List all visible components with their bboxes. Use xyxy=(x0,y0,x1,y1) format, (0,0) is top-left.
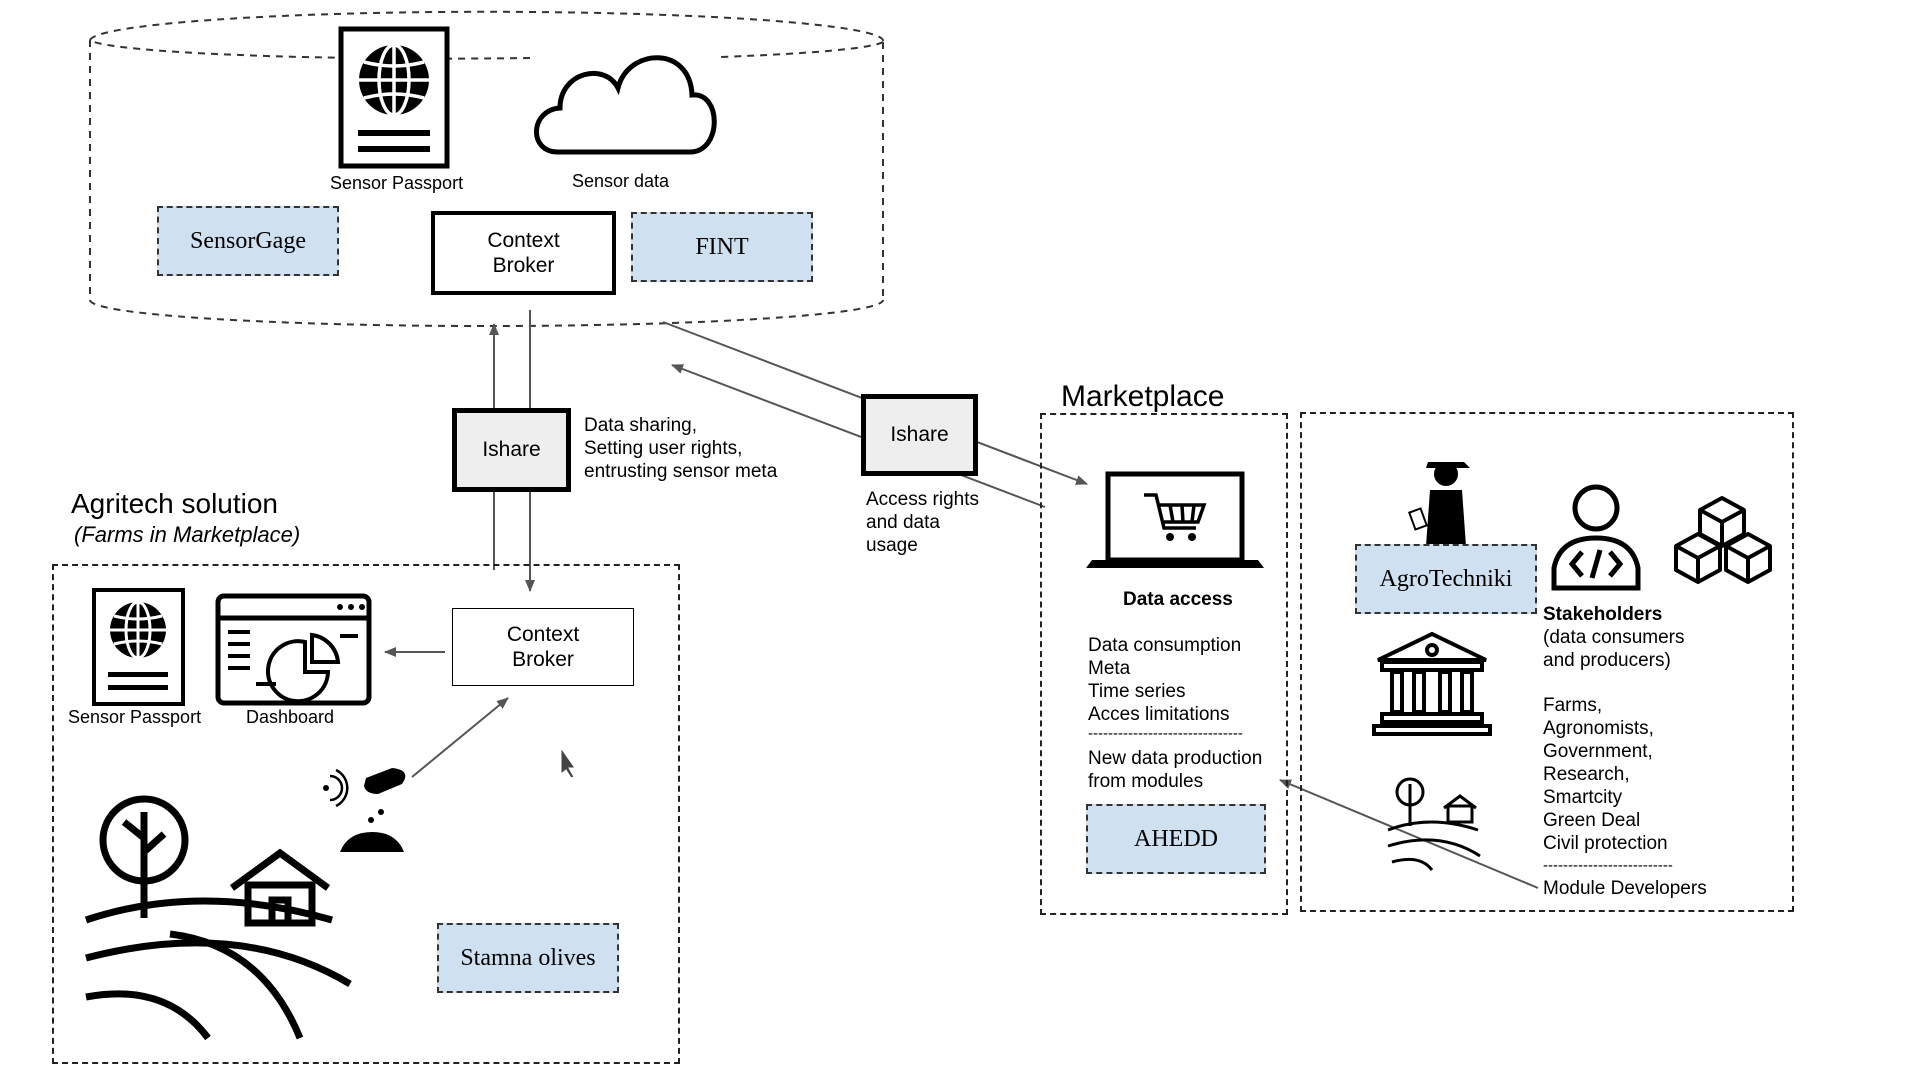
agrotechniki-label: AgroTechniki xyxy=(1379,565,1513,592)
ishare-left-label: Ishare xyxy=(482,438,541,461)
stakeholders-title: Stakeholders xyxy=(1543,604,1663,625)
ishare-right-note-line1: Access rights xyxy=(866,489,979,510)
ishare-right-note-line2: and data xyxy=(866,512,940,533)
farmer-person-icon xyxy=(1408,462,1470,546)
passport-globe-icon xyxy=(92,588,185,706)
stamna-olives-box: Stamna olives xyxy=(437,923,619,993)
module-developers-label: Module Developers xyxy=(1543,878,1707,899)
farm-landscape-icon xyxy=(84,795,352,1041)
arrow-developers-to-marketplace xyxy=(1279,779,1539,889)
government-building-icon xyxy=(1372,631,1492,736)
developer-code-icon xyxy=(1551,484,1641,591)
production-line1: New data production xyxy=(1088,748,1263,769)
agritech-context-broker-box: Context Broker xyxy=(452,608,634,686)
data-consumption-list: Data consumption Meta Time series Acces … xyxy=(1088,634,1241,726)
stakeholders-subtitle-line2: and producers) xyxy=(1543,650,1671,671)
dashboard-label: Dashboard xyxy=(246,707,335,727)
sensorgage-label: SensorGage xyxy=(190,227,306,254)
ishare-left-note: Data sharing, Setting user rights, entru… xyxy=(584,414,777,483)
fint-box: FINT xyxy=(631,212,813,282)
stakeholder-item: Government, xyxy=(1543,741,1653,762)
stakeholders-separator: -------------------------- xyxy=(1543,857,1673,874)
sensor-data-label: Sensor data xyxy=(572,171,670,191)
data-production-text: New data production from modules xyxy=(1088,747,1262,793)
agritech-sensor-passport-label: Sensor Passport xyxy=(68,707,202,727)
consumption-item: Acces limitations xyxy=(1088,704,1230,725)
arrow-sensor-to-broker xyxy=(411,697,509,778)
stakeholders-region xyxy=(1300,412,1794,912)
production-line2: from modules xyxy=(1088,771,1204,792)
stamna-olives-label: Stamna olives xyxy=(460,944,596,971)
arrow-marketplace-to-cloud xyxy=(671,364,1046,508)
stakeholders-list: Farms, Agronomists, Government, Research… xyxy=(1543,694,1668,855)
consumption-item: Meta xyxy=(1088,658,1131,679)
cloud-context-broker-line2: Broker xyxy=(492,254,555,277)
small-farm-icon xyxy=(1387,777,1481,871)
marketplace-title: Marketplace xyxy=(1061,380,1225,413)
ishare-right-note-line3: usage xyxy=(866,535,918,556)
ishare-left-note-line2: Setting user rights, xyxy=(584,438,743,459)
cloud-context-broker-line1: Context xyxy=(487,229,560,252)
ishare-right-box: Ishare xyxy=(861,394,978,476)
agritech-region xyxy=(52,564,680,1064)
ishare-right-note: Access rights and data usage xyxy=(866,488,979,557)
marketplace-separator: ------------------------------- xyxy=(1088,725,1243,742)
agritech-subtitle: (Farms in Marketplace) xyxy=(74,522,301,547)
stakeholder-item: Farms, xyxy=(1543,695,1603,716)
consumption-item: Time series xyxy=(1088,681,1186,702)
stakeholder-item: Agronomists, xyxy=(1543,718,1654,739)
marketplace-region xyxy=(1040,413,1288,915)
ishare-left-box: Ishare xyxy=(452,408,571,492)
agritech-context-broker-line2: Broker xyxy=(512,648,574,671)
ishare-right-label: Ishare xyxy=(890,423,949,446)
cloud-icon xyxy=(534,55,717,155)
stakeholder-item: Research, xyxy=(1543,764,1630,785)
ishare-left-note-line3: entrusting sensor meta xyxy=(584,461,778,482)
ahedd-label: AHEDD xyxy=(1134,825,1218,852)
agrotechniki-box: AgroTechniki xyxy=(1355,544,1537,614)
data-access-title: Data access xyxy=(1123,589,1233,610)
ishare-left-note-line1: Data sharing, xyxy=(584,415,698,436)
stakeholder-item: Smartcity xyxy=(1543,787,1623,808)
stakeholder-item: Green Deal xyxy=(1543,810,1641,831)
cloud-context-broker-box: Context Broker xyxy=(431,211,616,295)
dashboard-chart-icon xyxy=(215,593,372,706)
sensor-hand-soil-icon xyxy=(323,768,406,852)
ahedd-box: AHEDD xyxy=(1086,804,1266,874)
fint-label: FINT xyxy=(695,233,749,260)
sensorgage-box: SensorGage xyxy=(157,206,339,276)
stakeholder-item: Civil protection xyxy=(1543,833,1668,854)
consumption-item: Data consumption xyxy=(1088,635,1242,656)
passport-globe-icon xyxy=(338,26,450,169)
cloud-sensor-passport-label: Sensor Passport xyxy=(330,173,464,193)
laptop-cart-icon xyxy=(1086,471,1264,568)
agritech-context-broker-line1: Context xyxy=(506,623,580,646)
mouse-cursor-icon xyxy=(560,746,576,779)
agritech-title: Agritech solution xyxy=(71,488,279,519)
stakeholders-subtitle-line1: (data consumers xyxy=(1543,627,1685,648)
stakeholders-subtitle: (data consumers and producers) xyxy=(1543,626,1685,672)
cubes-icon xyxy=(1674,496,1772,584)
